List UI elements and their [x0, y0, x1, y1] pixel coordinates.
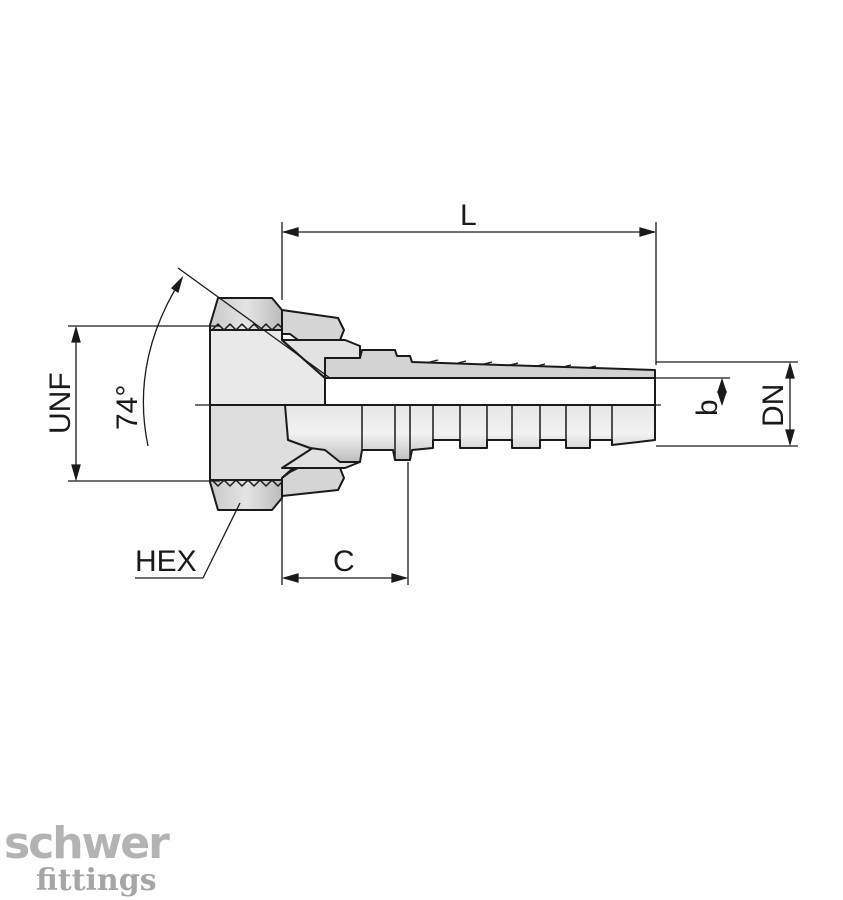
label-c: C	[333, 545, 355, 578]
stem	[284, 349, 656, 463]
logo-tagline: fittings	[36, 863, 157, 898]
label-dn: DN	[757, 384, 790, 427]
dimension-c	[281, 462, 409, 585]
hex-leader	[135, 502, 241, 579]
label-hex: HEX	[135, 545, 197, 578]
label-b: b	[691, 399, 724, 416]
label-unf: UNF	[44, 372, 77, 434]
dimension-unf	[68, 325, 220, 482]
label-l: L	[460, 199, 477, 232]
dimension-angle	[142, 267, 331, 447]
dimension-l	[281, 222, 657, 365]
dimension-b	[656, 377, 730, 407]
dimension-dn	[656, 361, 798, 447]
logo-brand: schwer	[4, 818, 170, 869]
label-angle: 74°	[111, 385, 144, 430]
brand-logo: schwer fittings	[4, 818, 172, 898]
